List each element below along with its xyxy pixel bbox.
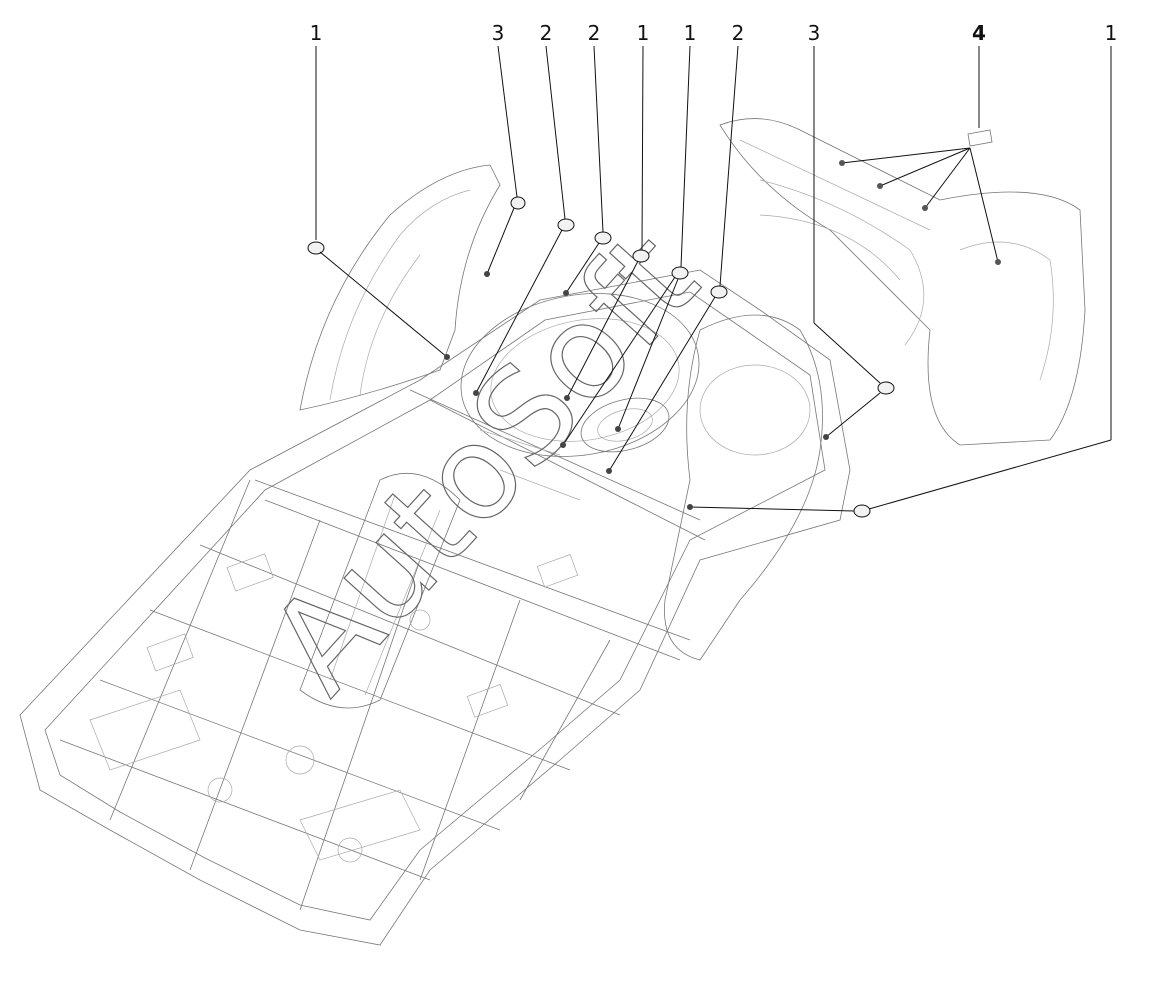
- callout-3-right: 3: [808, 21, 895, 438]
- callout-1-b: 1: [566, 21, 650, 399]
- callout-number: 2: [588, 21, 601, 45]
- callout-number: 3: [492, 21, 505, 45]
- callout-1-right: 1: [689, 21, 1118, 518]
- callout-2-a: 2: [475, 21, 575, 394]
- callout-3-left: 3: [486, 21, 526, 275]
- plug-icon: [710, 285, 728, 299]
- callout-number: 1: [1105, 21, 1118, 45]
- callout-4: 4: [839, 21, 1001, 265]
- callout-2-c: 2: [608, 21, 745, 472]
- plug-icon: [510, 196, 526, 210]
- callouts: 1 3 2 2 1: [307, 21, 1118, 518]
- watermark: AutoSoft: [240, 204, 727, 721]
- callout-number: 1: [637, 21, 650, 45]
- plug-icon: [557, 218, 575, 232]
- callout-2-b: 2: [565, 21, 612, 294]
- plug-icon: [671, 266, 689, 280]
- plug-icon: [877, 381, 895, 395]
- plug-icon: [853, 504, 871, 518]
- fastener-points: [444, 271, 829, 510]
- callout-1-left: 1: [307, 21, 448, 358]
- callout-number: 1: [310, 21, 323, 45]
- callout-1-c: 1: [562, 21, 697, 446]
- underbody-drawing: [19, 118, 1086, 946]
- plug-icon: [594, 231, 612, 245]
- callout-number: 3: [808, 21, 821, 45]
- plug-icon: [632, 249, 650, 263]
- callout-number: 2: [540, 21, 553, 45]
- callout-number: 4: [972, 21, 986, 45]
- plug-icon: [307, 241, 325, 255]
- callout-number: 2: [732, 21, 745, 45]
- callout-number: 1: [684, 21, 697, 45]
